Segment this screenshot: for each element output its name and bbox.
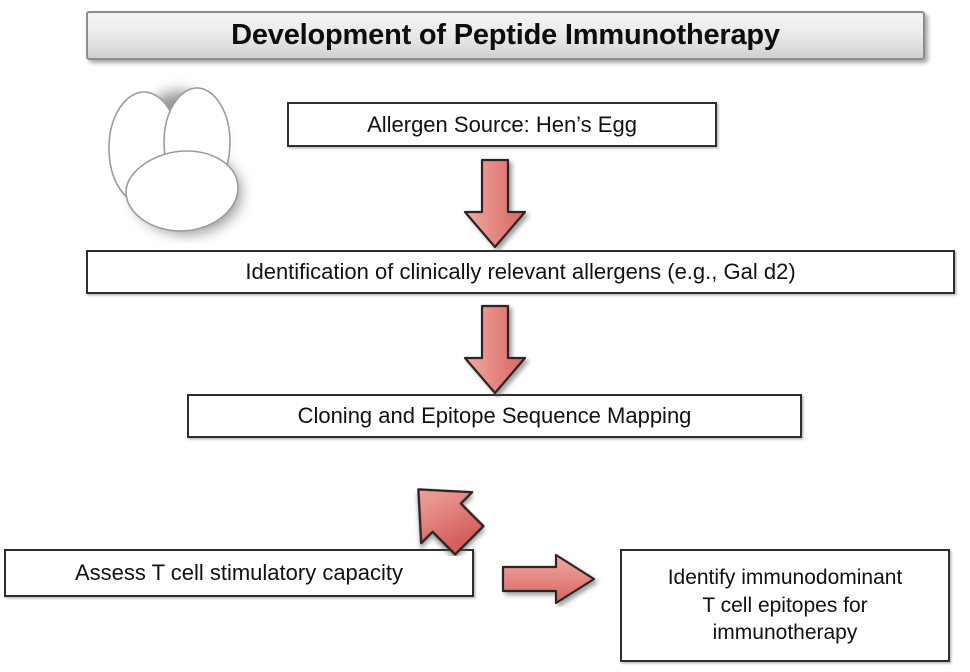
node-label: Assess T cell stimulatory capacity: [74, 560, 404, 586]
arrow-down-icon: [463, 304, 527, 395]
diagram-title-banner: Development of Peptide Immunotherapy: [86, 11, 925, 60]
node-label: Identify immunodominant T cell epitopes …: [667, 565, 903, 645]
page-title: Development of Peptide Immunotherapy: [231, 19, 780, 51]
node-label: Allergen Source: Hen’s Egg: [367, 111, 637, 137]
arrow-down-identification-to-cloning: [460, 303, 532, 398]
node-cloning: Cloning and Epitope Sequence Mapping: [187, 394, 802, 438]
node-identification: Identification of clinically relevant al…: [86, 250, 955, 294]
arrow-down-icon: [463, 158, 527, 249]
node-label: Cloning and Epitope Sequence Mapping: [297, 403, 692, 429]
node-label: Identification of clinically relevant al…: [245, 259, 796, 285]
arrow-right-icon: [501, 553, 596, 605]
node-allergen-source: Allergen Source: Hen’s Egg: [287, 102, 717, 147]
node-assess-t-cell: Assess T cell stimulatory capacity: [4, 549, 474, 597]
arrow-right-assess-to-identify: [500, 552, 602, 607]
eggs-illustration: [52, 78, 282, 243]
three-eggs-icon: [108, 84, 239, 232]
arrow-down-allergen-to-identification: [460, 157, 532, 252]
node-identify-epitopes: Identify immunodominant T cell epitopes …: [620, 549, 950, 662]
arrow-down-left-icon: [417, 488, 485, 556]
arrow-diagonal-cloning-to-assess: [358, 444, 500, 556]
